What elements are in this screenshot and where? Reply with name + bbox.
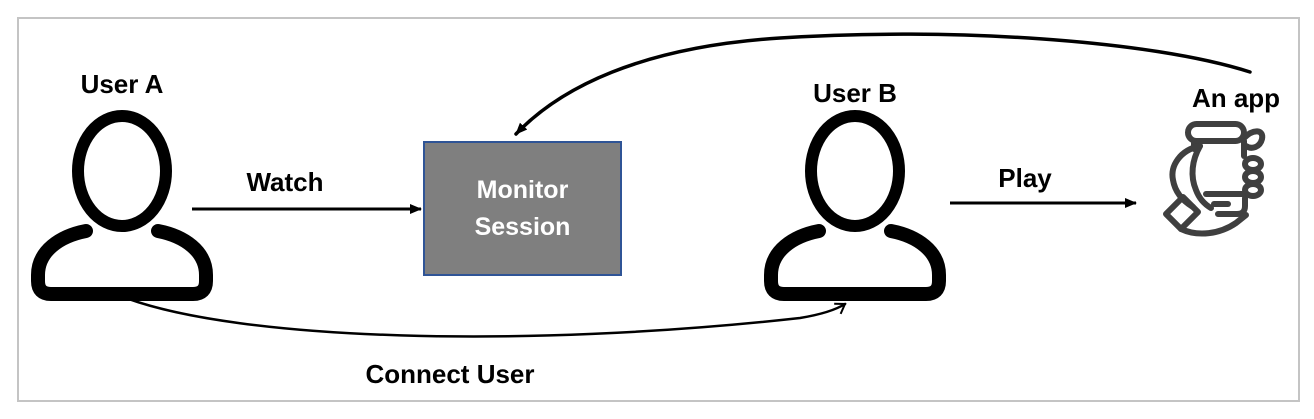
phone-top-bar	[1185, 121, 1247, 144]
monitor-session-box: Monitor Session	[423, 141, 622, 276]
user-b-body	[764, 224, 946, 301]
user-a-label: User A	[80, 69, 164, 99]
thumb-hook	[1241, 128, 1266, 151]
an-app-label: An app	[1191, 83, 1281, 113]
user-b-label: User B	[813, 78, 897, 108]
phone-bottom-corner	[1215, 195, 1248, 217]
user-a-person-icon	[31, 110, 213, 301]
hand-bottom-sweep	[1178, 212, 1249, 237]
palm-inner	[1189, 143, 1214, 211]
user-a-head	[72, 110, 172, 232]
app-to-monitor-arrow	[514, 32, 1252, 136]
user-b-person-icon	[764, 110, 946, 301]
connect-user-arrow	[124, 296, 847, 338]
thumb-knuckle-3	[1242, 181, 1264, 199]
user-a-body	[31, 224, 213, 301]
hand-holding-phone-icon	[1163, 121, 1266, 237]
wrist-cuff	[1163, 194, 1201, 232]
play-arrow-label: Play	[998, 163, 1052, 193]
user-b-head	[805, 110, 905, 232]
watch-arrow-label: Watch	[246, 167, 324, 197]
connect-user-arrow-label: Connect User	[365, 359, 535, 389]
monitor-session-label: Monitor Session	[474, 176, 571, 241]
